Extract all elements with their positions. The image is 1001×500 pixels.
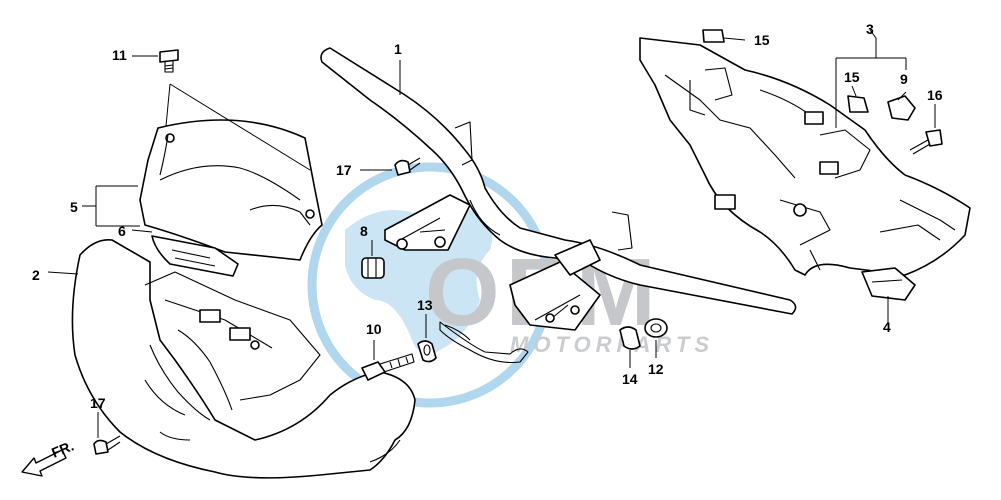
callout-labels: 1 2 3 4 5 6 8 9 10 11 12 13 14 15 15 16 …: [32, 21, 943, 411]
callout-14: 14: [622, 371, 638, 387]
clip-15-a: [702, 29, 725, 43]
screw-11: [159, 49, 179, 73]
screw-17-upper: [394, 157, 421, 176]
callout-15b: 15: [844, 69, 860, 85]
watermark-tagline: MOTORPARTS: [510, 332, 714, 357]
washer-13: [417, 340, 437, 363]
cap-4: [861, 267, 916, 301]
callout-12: 12: [648, 361, 664, 377]
callout-13: 13: [417, 297, 433, 313]
callout-10: 10: [366, 321, 382, 337]
cover-plate-6: [151, 235, 239, 277]
callout-9: 9: [900, 71, 908, 87]
collar-14: [619, 326, 641, 350]
callout-6: 6: [118, 223, 126, 239]
front-arrow-icon: [21, 449, 67, 477]
callout-2: 2: [32, 267, 40, 283]
front-arrow: FR.: [21, 437, 76, 477]
callout-16: 16: [927, 87, 943, 103]
leader-lines: [47, 29, 936, 438]
callout-8: 8: [360, 223, 368, 239]
handle-cover-lower: [71, 238, 416, 479]
handle-cover-rear: [639, 37, 971, 276]
callout-17-lower: 17: [90, 395, 106, 411]
bolt-16: [909, 129, 943, 155]
watermark-continents: [345, 203, 493, 355]
cap-12: [644, 318, 668, 338]
collar-8: [361, 257, 385, 279]
callout-15a: 15: [754, 32, 770, 48]
handlebar-pipe: [320, 47, 797, 331]
grommet-9: [887, 95, 916, 121]
clip-13: [439, 321, 529, 364]
clip-15-b: [847, 95, 869, 113]
callout-11: 11: [112, 47, 127, 63]
callout-17-upper: 17: [336, 162, 352, 178]
handle-cover-upper: [139, 119, 323, 261]
callout-1: 1: [394, 41, 402, 57]
callout-4: 4: [883, 319, 891, 335]
callout-5: 5: [70, 199, 78, 215]
callout-3: 3: [866, 21, 874, 37]
bolt-10: [361, 353, 415, 381]
front-arrow-label: FR.: [49, 437, 76, 460]
screw-17-lower: [93, 435, 121, 455]
